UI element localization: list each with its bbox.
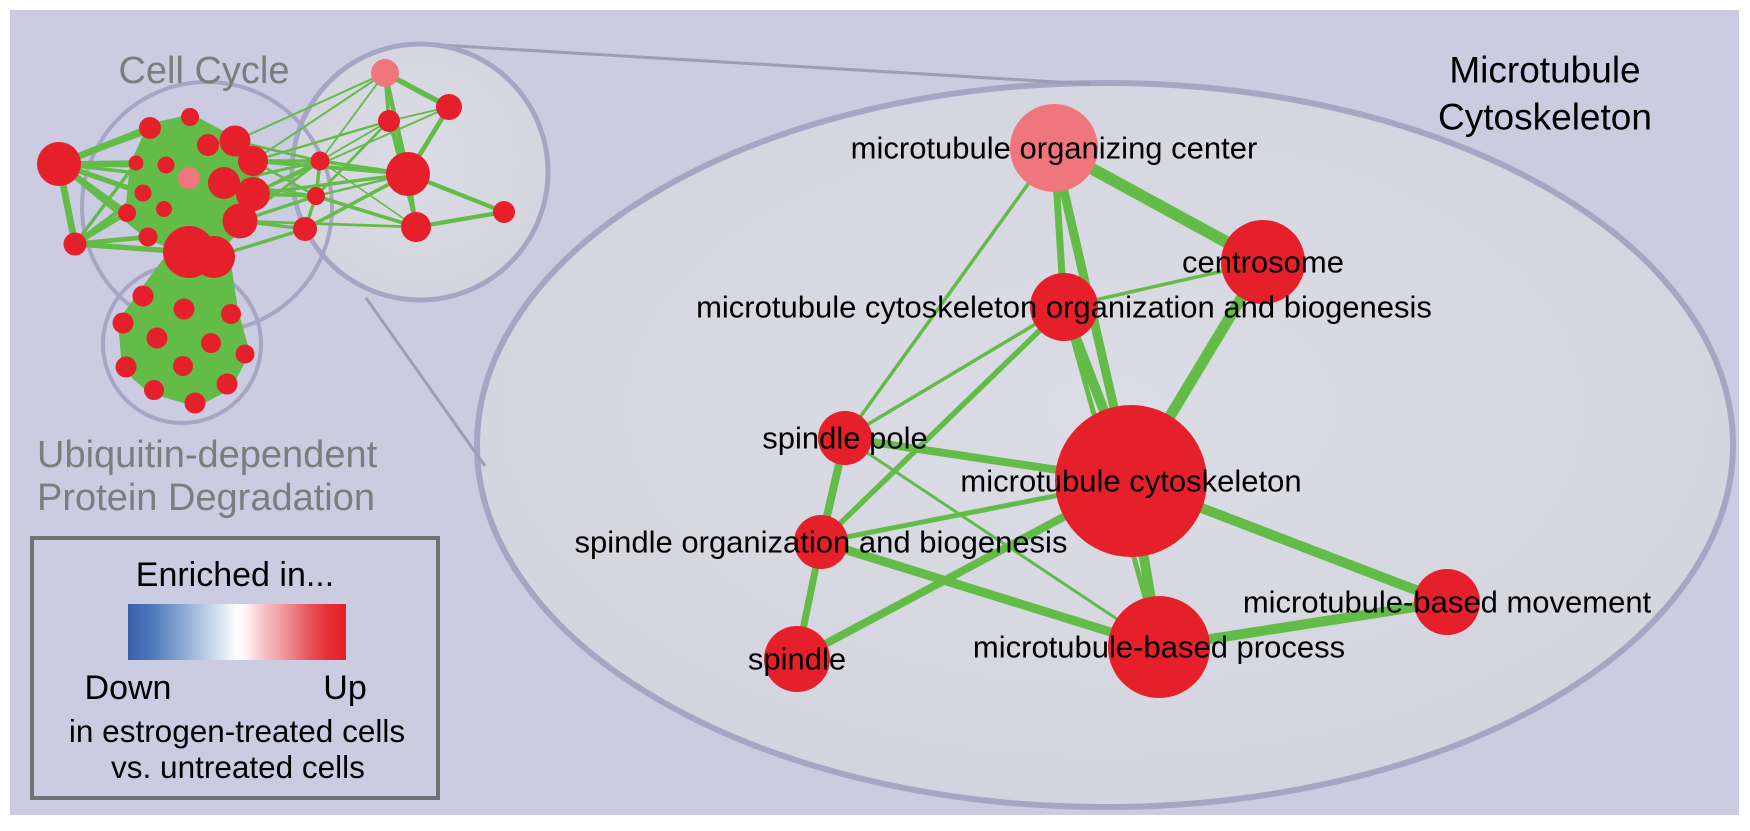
legend-box [30,536,440,800]
node-u7 [235,344,255,364]
edge-cc12-mc_s [252,172,409,196]
node-cc7 [128,155,144,171]
node-cc3 [139,117,161,139]
edge-mcob_s-sp_s [319,120,390,162]
ubiquitin-label-line1: Ubiquitin-dependent [37,434,378,476]
node-mc [1055,405,1207,557]
node-label-so: spindle organization and biogenesis [575,525,1068,560]
node-u5 [146,327,168,349]
node-cc2 [63,232,87,256]
node-cc6 [197,134,219,156]
legend-down-label: Down [85,669,172,707]
node-moc_s [371,59,399,87]
node-label-cen: centrosome [1182,245,1344,280]
callout-lines [364,42,1092,467]
node-u6 [201,333,221,353]
node-u10 [216,373,238,395]
edge-cc2-cc7 [73,161,138,246]
node-cc17 [138,227,158,247]
node-s_s [293,217,317,241]
edge-mcob-sp [844,305,1065,440]
edge-mcob-so [819,305,1066,544]
node-u9 [173,356,193,376]
node-label-mcob: microtubule cytoskeleton organization an… [696,290,1432,325]
node-cc14 [156,201,172,217]
edge-cc5-moc_s [234,72,386,142]
edge-so_s-mbp_s [315,194,417,229]
node-label-mbm: microtubule-based movement [1243,585,1652,620]
cell-cycle-label: Cell Cycle [118,50,289,92]
node-sp [818,411,872,465]
edge-cc19-u12 [192,256,217,404]
node-mcob_s [378,110,400,132]
node-mbp_s [401,212,431,242]
node-cc1 [37,142,81,186]
node-cc19 [193,236,235,278]
node-u3 [221,304,241,324]
microtubule-title-line2: Cytoskeleton [1438,97,1652,138]
legend-title: Enriched in... [136,556,334,594]
node-cc16 [222,203,258,239]
node-cen_s [436,94,462,120]
node-u12 [184,392,206,414]
node-label-s: spindle [748,642,846,677]
node-so_s [307,187,325,205]
node-u11 [144,380,164,400]
node-u2 [173,298,195,320]
legend-gradient-bar [128,604,346,660]
node-mbm_s [493,201,515,223]
edge-moc_s-sp_s [319,72,386,162]
node-cc9 [178,167,200,189]
legend-up-label: Up [323,669,366,707]
node-label-mbp: microtubule-based process [973,630,1345,665]
node-cc11 [208,167,240,199]
node-cc8 [157,156,175,174]
edge-cc19-u10 [211,256,230,385]
node-u1 [132,285,154,307]
node-mcob [1030,273,1098,341]
legend: Enriched in... Down Up in estrogen-treat… [30,536,440,800]
node-cc5 [219,125,251,157]
edge-cc16-mbp_s [239,219,417,229]
node-label-moc: microtubule organizing center [851,131,1258,166]
node-label-mc: microtubule cytoskeleton [960,464,1301,499]
edge-cc10-moc_s [252,72,386,162]
microtubule-title-line1: Microtubule [1449,50,1640,91]
node-u4 [112,312,134,334]
edge-sp-mbp [844,436,1160,649]
node-cc4 [181,108,199,126]
legend-subtitle-line2: vs. untreated cells [111,749,365,785]
node-s [764,626,830,692]
node-cen [1221,220,1305,304]
edge-so-mbp [819,537,1161,652]
node-cc13 [134,184,152,202]
node-cc12 [236,177,270,211]
edge-cc10-mcob_s [252,119,390,163]
node-mbm [1414,569,1480,635]
node-label-sp: spindle pole [762,421,927,456]
node-cc15 [118,204,136,222]
node-moc [1010,104,1098,192]
node-mc_s [386,152,430,196]
node-u8 [115,356,137,378]
node-sp_s [310,151,330,171]
edge-cc12-cen_s [252,106,450,195]
legend-subtitle-line1: in estrogen-treated cells [69,713,405,749]
callout-line-top [422,42,1092,86]
small-network [37,59,515,414]
ubiquitin-label-line2: Protein Degradation [37,477,375,519]
edge-moc-sp [843,146,1056,440]
node-so [794,515,848,569]
magnified-network: microtubule organizing center centrosome m… [575,104,1652,698]
callout-line-bottom [364,297,487,467]
node-cc10 [238,146,268,176]
edge-cc10-mc_s [252,159,409,176]
node-mbp [1108,596,1210,698]
